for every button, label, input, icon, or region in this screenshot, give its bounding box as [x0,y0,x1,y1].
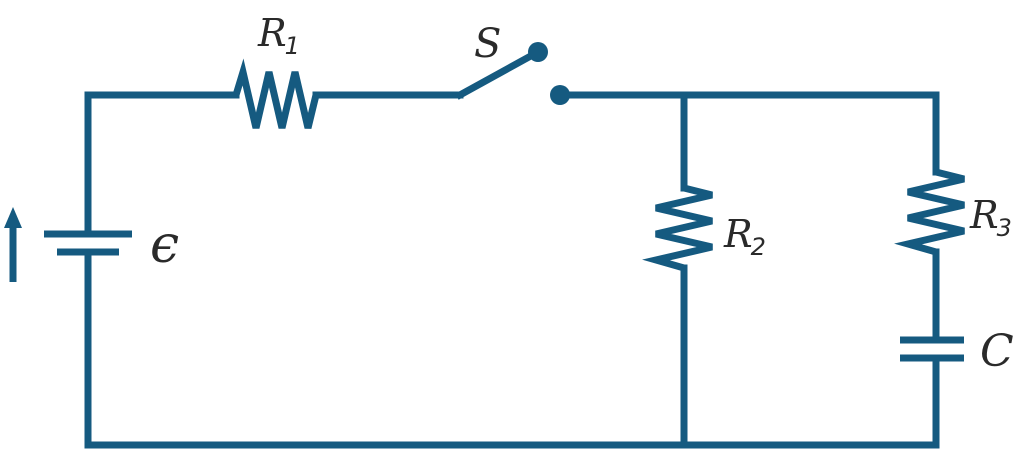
arrow-head [4,207,22,228]
switch-contact-fixed [550,85,570,105]
resistor-r2 [642,184,713,272]
label-r3: R3 [969,193,1012,242]
label-emf: ϵ [150,215,179,275]
up-arrow-icon [4,207,22,282]
label-capacitor: C [980,326,1014,377]
resistor-r3 [894,168,965,256]
switch-blade [455,47,543,100]
wires [84,47,940,449]
resistor-r1 [232,58,320,129]
label-r2: R2 [723,212,766,261]
wire-left-bottom [84,248,940,449]
wire-switch-right [556,91,940,176]
battery-emf [44,230,132,256]
label-switch: S [474,21,501,67]
switch-contact-pivot [528,42,548,62]
wire-left-top [84,91,240,238]
capacitor [900,336,964,362]
label-r1: R1 [257,11,300,60]
